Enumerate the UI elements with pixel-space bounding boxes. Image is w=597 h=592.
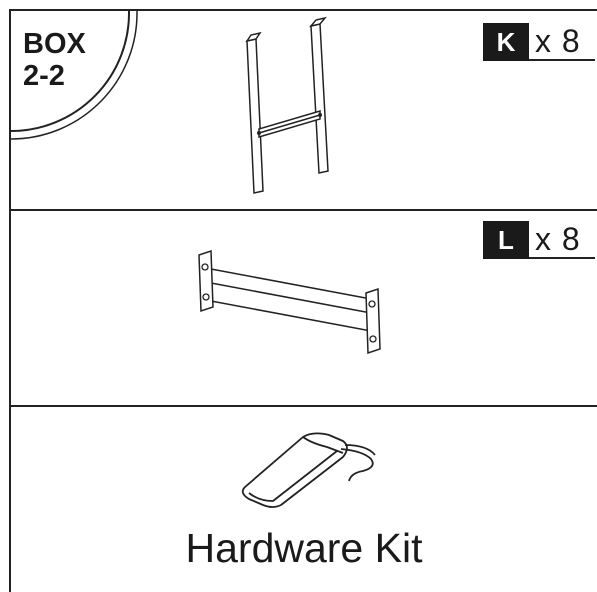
panel-hardware-kit: Hardware Kit [11,407,597,592]
page-frame [9,9,597,592]
box-label-line2: 2-2 [23,60,65,92]
part-l-badge: L x 8 [483,221,595,259]
hardware-kit-label: Hardware Kit [185,525,423,571]
panel-part-k: BOX 2-2 K x 8 [11,11,597,209]
part-l-letter: L [483,221,529,259]
box-label-line1: BOX [23,28,86,60]
panel-part-l: L x 8 [11,211,597,405]
part-k-badge: K x 8 [483,23,595,61]
part-l-illustration [198,249,381,355]
part-k-illustration [11,11,329,194]
box-label: BOX 2-2 [23,28,86,92]
hardware-kit-icon [241,432,376,508]
part-k-quantity: x 8 [529,23,595,61]
panel-divider-2 [9,405,597,407]
part-k-letter: K [483,23,529,61]
part-l-quantity: x 8 [529,221,595,259]
panel-divider-1 [9,209,597,211]
